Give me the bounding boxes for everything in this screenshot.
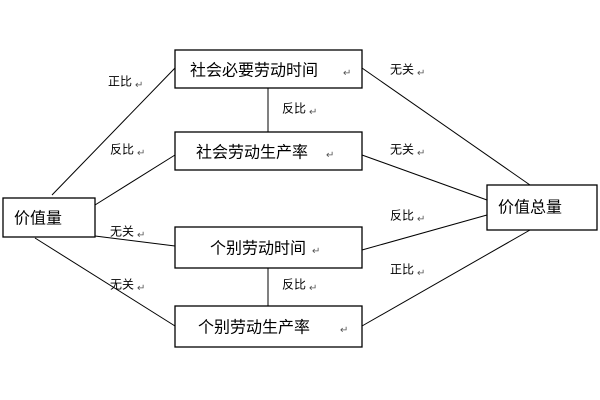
relation-label: 反比 xyxy=(282,102,306,116)
node-label: 个别劳动时间 xyxy=(210,239,306,258)
node-label: 价值总量 xyxy=(498,198,562,217)
node-label: 个别劳动生产率 xyxy=(198,318,310,337)
connector-lines xyxy=(34,67,531,327)
paragraph-mark: ↵ xyxy=(309,107,317,118)
node-box xyxy=(486,184,598,231)
label-individual-time-to-total: 反比 ↵ xyxy=(390,209,425,226)
label-social-time-to-total: 无关 ↵ xyxy=(390,63,425,80)
paragraph-mark: ↵ xyxy=(417,68,425,79)
edge-social-time-to-total xyxy=(361,67,531,186)
paragraph-mark: ↵ xyxy=(137,148,145,159)
label-value-to-social-productivity: 反比 ↵ xyxy=(110,143,145,160)
node-social-productivity: 社会劳动生产率 ↵ xyxy=(174,131,363,171)
paragraph-mark: ↵ xyxy=(326,150,334,161)
paragraph-mark: ↵ xyxy=(309,283,317,294)
edge-value-to-individual-time xyxy=(94,235,176,247)
paragraph-mark: ↵ xyxy=(137,283,145,294)
relation-label: 反比 xyxy=(282,278,306,292)
paragraph-mark: ↵ xyxy=(417,148,425,159)
label-value-to-individual-time: 无关 ↵ xyxy=(110,225,145,242)
node-individual-productivity: 个别劳动生产率 ↵ xyxy=(174,305,363,348)
node-individual-labor-time: 个别劳动时间 ↵ xyxy=(174,226,363,269)
label-value-to-individual-productivity: 无关 ↵ xyxy=(110,278,145,295)
node-value-quantity: 价值量 xyxy=(2,197,96,238)
label-social-productivity-to-total: 无关 ↵ xyxy=(390,143,425,160)
relation-label: 无关 xyxy=(390,143,414,157)
node-label: 社会必要劳动时间 xyxy=(190,61,318,80)
edge-individual-productivity-to-total xyxy=(361,229,531,327)
label-value-to-social-time: 正比 ↵ xyxy=(108,75,143,92)
node-box xyxy=(174,305,363,348)
edge-social-productivity-to-total xyxy=(361,154,488,201)
node-box xyxy=(174,131,363,171)
edge-individual-time-to-total xyxy=(361,214,488,251)
relation-label: 反比 xyxy=(110,143,134,157)
label-individual-time-to-individual-productivity: 反比 ↵ xyxy=(282,278,317,295)
node-social-labor-time: 社会必要劳动时间 ↵ xyxy=(174,49,363,89)
relation-label: 无关 xyxy=(110,225,134,239)
paragraph-mark: ↵ xyxy=(343,68,351,79)
paragraph-mark: ↵ xyxy=(137,230,145,241)
relation-label: 正比 xyxy=(108,75,132,89)
paragraph-mark: ↵ xyxy=(340,325,348,336)
paragraph-mark: ↵ xyxy=(417,214,425,225)
relation-label: 正比 xyxy=(390,263,414,277)
paragraph-mark: ↵ xyxy=(135,80,143,91)
node-total-value: 价值总量 xyxy=(486,184,598,231)
paragraph-mark: ↵ xyxy=(312,246,320,257)
label-individual-productivity-to-total: 正比 ↵ xyxy=(390,263,425,280)
node-label: 社会劳动生产率 xyxy=(196,143,308,162)
node-label: 价值量 xyxy=(14,209,62,228)
node-box xyxy=(174,49,363,89)
relation-label: 无关 xyxy=(110,278,134,292)
node-box xyxy=(174,226,363,269)
edge-value-to-social-productivity xyxy=(94,154,176,206)
label-social-time-to-social-productivity: 反比 ↵ xyxy=(282,102,317,119)
relation-label: 反比 xyxy=(390,209,414,223)
edge-value-to-individual-productivity xyxy=(34,237,176,327)
paragraph-mark: ↵ xyxy=(417,268,425,279)
edge-value-to-social-time xyxy=(51,67,176,196)
relation-label: 无关 xyxy=(390,63,414,77)
node-box xyxy=(2,197,96,238)
